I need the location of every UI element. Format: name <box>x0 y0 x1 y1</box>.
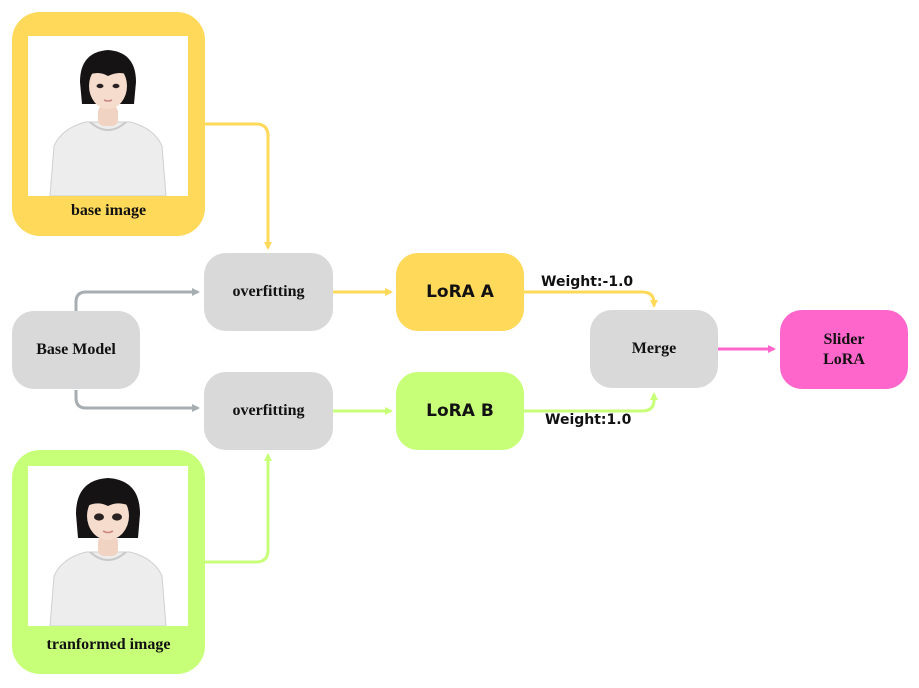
lora-b-node: LoRA B <box>396 372 524 450</box>
weight-a-label: Weight:-1.0 <box>541 274 634 290</box>
lora-a-label: LoRA A <box>426 282 494 302</box>
base-image-caption: base image <box>70 202 147 219</box>
merge-node: Merge <box>590 310 718 388</box>
edge-transformed-image-to-overfitting <box>205 453 272 564</box>
edge-base-image-to-overfitting <box>205 122 272 250</box>
base-model-label: Base Model <box>36 341 116 358</box>
edge-lora-a-to-merge <box>524 290 658 308</box>
slider-lora-node: Slider LoRA <box>780 310 908 389</box>
overfitting-bottom-node: overfitting <box>204 372 333 450</box>
lora-a-node: LoRA A <box>396 253 524 331</box>
transformed-image-photo <box>28 466 188 626</box>
transformed-image-frame: tranformed image <box>12 450 205 674</box>
base-model-node: Base Model <box>12 311 140 389</box>
overfitting-top-label: overfitting <box>232 283 305 300</box>
merge-label: Merge <box>631 340 677 357</box>
base-image-frame: base image <box>12 12 205 236</box>
weight-b-label: Weight:1.0 <box>545 412 632 428</box>
edge-base-model-to-overfitting-top <box>74 288 200 311</box>
transformed-image-caption: tranformed image <box>46 636 171 653</box>
base-image-photo <box>28 36 188 196</box>
edge-lora-b-to-merge <box>524 392 658 413</box>
edge-base-model-to-overfitting-bottom <box>74 390 200 412</box>
overfitting-bottom-label: overfitting <box>232 402 305 419</box>
slider-lora-label: Slider LoRA <box>823 330 865 368</box>
lora-b-label: LoRA B <box>426 401 494 421</box>
overfitting-top-node: overfitting <box>204 253 333 331</box>
